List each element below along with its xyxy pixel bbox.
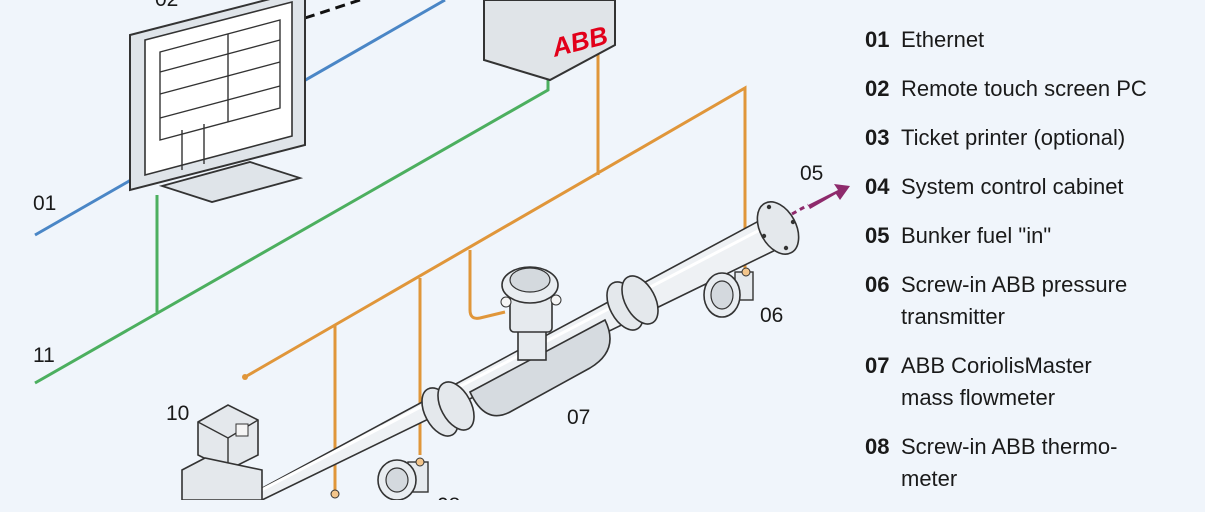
- callout-08: 08: [437, 494, 460, 500]
- legend-label: Ethernet: [901, 27, 985, 52]
- legend-label: System control cabinet: [901, 174, 1124, 199]
- signal-lines: [244, 50, 747, 495]
- callout-05: 05: [800, 162, 823, 185]
- callout-06: 06: [760, 304, 783, 327]
- flowmeter-transmitter: [500, 266, 562, 333]
- legend-item: 01 Ethernet: [865, 24, 1200, 56]
- legend-label: Remote touch screen PC: [901, 76, 1147, 101]
- fuel-in-arrow: [791, 184, 850, 216]
- callout-10: 10: [166, 402, 189, 425]
- legend-item: 03 Ticket printer (optional): [865, 122, 1200, 154]
- legend-number: 06: [865, 272, 890, 297]
- callouts: 01 02 05 06 07 08 10 11: [33, 0, 823, 500]
- fuel-pipeline: [239, 201, 800, 500]
- legend-item: 05 Bunker fuel "in": [865, 220, 1200, 252]
- legend-number: 02: [865, 76, 890, 101]
- callout-01: 01: [33, 192, 56, 215]
- legend-item: 04 System control cabinet: [865, 171, 1200, 203]
- remote-touch-screen-pc: [129, 0, 306, 203]
- legend-label: Ticket printer (optional): [901, 125, 1126, 150]
- component-legend: 01 Ethernet 02 Remote touch screen PC 03 Ti…: [865, 24, 1200, 512]
- callout-02: 02: [155, 0, 178, 11]
- legend-number: 01: [865, 27, 890, 52]
- callout-07: 07: [567, 406, 590, 429]
- legend-number: 05: [865, 223, 890, 248]
- legend-number: 08: [865, 434, 890, 459]
- legend-label: Screw-in ABB thermo-meter: [901, 434, 1118, 491]
- valve-actuator: [181, 374, 263, 500]
- system-diagram: ABB 01 02 05 06 07 08 10 11: [33, 0, 850, 500]
- legend-item: 08 Screw-in ABB thermo-meter: [865, 431, 1200, 495]
- legend-number: 03: [865, 125, 890, 150]
- legend-item: 02 Remote touch screen PC: [865, 73, 1200, 105]
- thermometer: [330, 457, 429, 500]
- pressure-transmitter: [703, 267, 754, 318]
- system-control-cabinet: ABB: [483, 0, 616, 82]
- legend-number: 04: [865, 174, 890, 199]
- legend-label: Bunker fuel "in": [901, 223, 1052, 248]
- printer-dashed-link: [304, 0, 361, 20]
- callout-11: 11: [33, 344, 55, 367]
- legend-number: 07: [865, 353, 890, 378]
